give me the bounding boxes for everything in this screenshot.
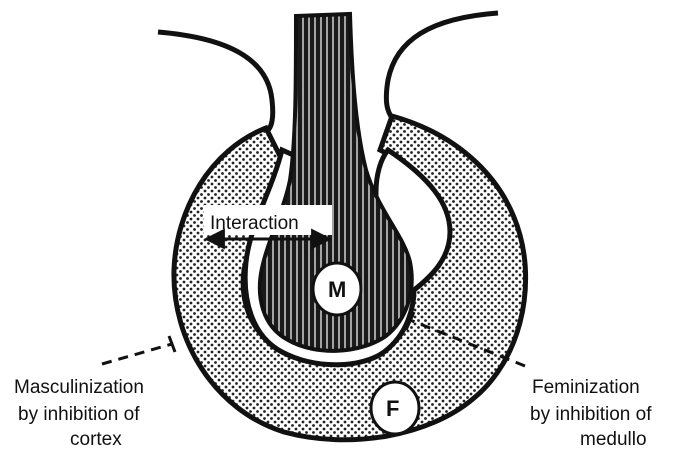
left-surface-curve [158, 32, 273, 132]
masculinization-inhibition-line [102, 344, 172, 364]
feminization-caption: Feminization by inhibition of medullo [530, 377, 657, 450]
right-surface-curve [386, 13, 498, 118]
interaction-label: Interaction [210, 213, 299, 234]
masculinization-caption: Masculinization by inhibition of cortex [14, 377, 149, 450]
medulla-marker-label: M [328, 277, 346, 302]
cortex-marker-label: F [386, 396, 399, 421]
